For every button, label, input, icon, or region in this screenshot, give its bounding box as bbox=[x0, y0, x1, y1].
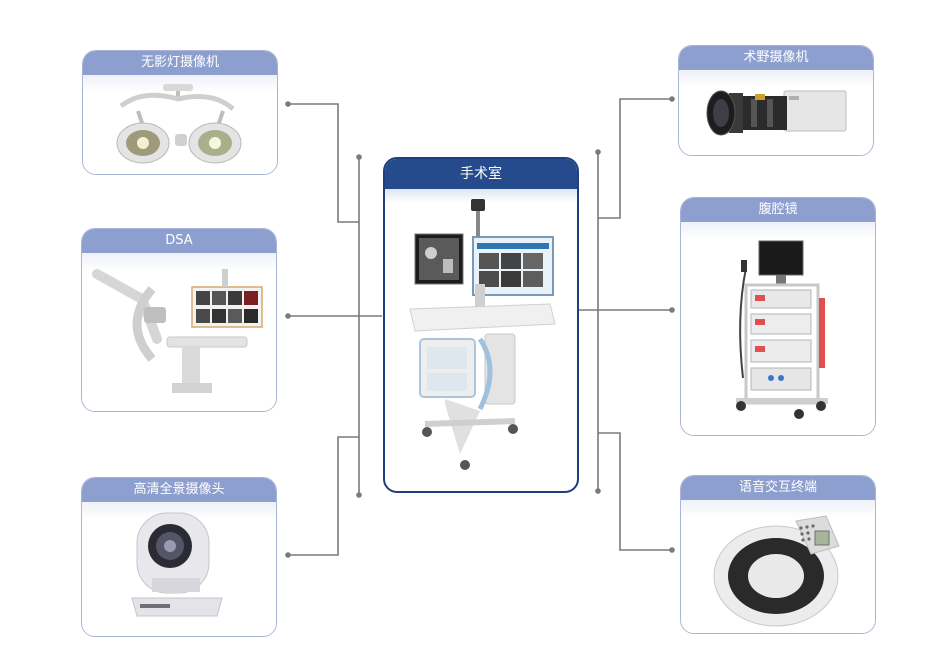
center-title: 手术室 bbox=[460, 166, 502, 182]
surgical-light-camera-icon bbox=[116, 84, 242, 164]
card-title: 术野摄像机 bbox=[743, 50, 809, 65]
field-camera-icon bbox=[706, 90, 847, 136]
dsa-angiography-machine-icon bbox=[92, 269, 263, 393]
voice-terminal-icon bbox=[713, 515, 840, 627]
medical-cart-workstation-icon bbox=[409, 199, 556, 470]
device-card-dsa: DSA bbox=[81, 228, 277, 412]
card-title: 高清全景摄像头 bbox=[133, 482, 225, 497]
device-card-laparoscope: 腹腔镜 bbox=[680, 197, 876, 436]
device-card-voice-terminal: 语音交互终端 bbox=[680, 475, 876, 634]
laparoscope-tower-icon bbox=[736, 240, 828, 419]
card-title: 语音交互终端 bbox=[738, 480, 817, 495]
card-title: 腹腔镜 bbox=[758, 202, 798, 217]
device-card-field-camera: 术野摄像机 bbox=[678, 45, 874, 156]
card-title: 无影灯摄像机 bbox=[140, 55, 219, 70]
device-card-ptz-camera: 高清全景摄像头 bbox=[81, 477, 277, 637]
card-title: DSA bbox=[165, 233, 193, 248]
device-card-surgical-light-camera: 无影灯摄像机 bbox=[82, 50, 278, 175]
ptz-camera-icon bbox=[131, 512, 223, 617]
operating-room-card: 手术室 bbox=[383, 157, 579, 493]
